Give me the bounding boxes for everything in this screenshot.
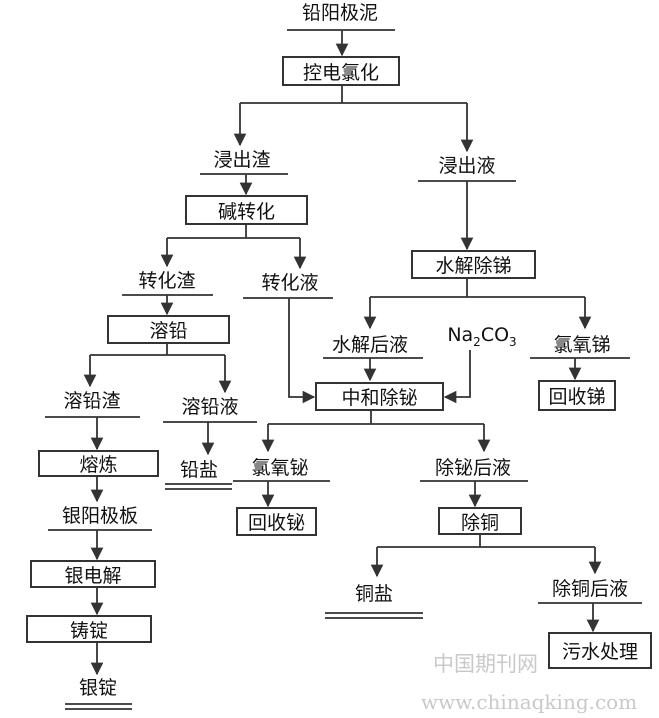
lead-anode-slime-label: 铅阳极泥 [301,2,379,24]
smelting-step: 熔炼 [38,450,159,477]
leach-solution-label: 浸出液 [438,155,496,177]
controlled-chlorination-step: 控电氯化 [282,56,400,86]
lead-dissolution-step: 溶铅 [107,315,230,344]
alkali-conversion-step: 碱转化 [185,195,308,225]
sodium-carbonate-label: Na2CO3 [447,324,517,349]
converted-residue-label: 转化渣 [138,270,196,292]
silver-anode-plate-label: 银阳极板 [61,505,139,527]
recover-antimony-step: 回收锑 [538,380,616,411]
post-bismuth-solution-label: 除铋后液 [434,457,512,479]
post-copper-solution-label: 除铜后液 [551,578,629,600]
leach-residue-label: 浸出渣 [213,149,271,171]
silver-ingot-label: 银锭 [78,677,118,699]
copper-salt-label: 铜盐 [354,583,394,605]
casting-ingot-step: 铸锭 [26,615,152,643]
antimony-oxychloride-label: 氯氧锑 [553,334,611,356]
converted-solution-label: 转化液 [261,272,319,294]
hydrolysis-antimony-removal-step: 水解除锑 [411,250,536,279]
watermark-url: www.chinaqking.com [421,690,638,714]
copper-removal-step: 除铜 [438,507,522,535]
wastewater-treatment-step: 污水处理 [548,632,652,669]
neutralize-bismuth-removal-step: 中和除铋 [315,382,444,411]
lead-dissolution-residue-label: 溶铅渣 [63,390,121,412]
recover-bismuth-step: 回收铋 [236,507,317,536]
watermark-cn: 中国期刊网 [433,652,538,676]
lead-salt-label: 铅盐 [179,459,219,481]
lead-dissolution-solution-label: 溶铅液 [181,396,239,418]
bismuth-oxychloride-label: 氯氧铋 [251,457,309,479]
silver-electrolysis-step: 银电解 [30,560,156,588]
post-hydrolysis-solution-label: 水解后液 [331,334,409,356]
